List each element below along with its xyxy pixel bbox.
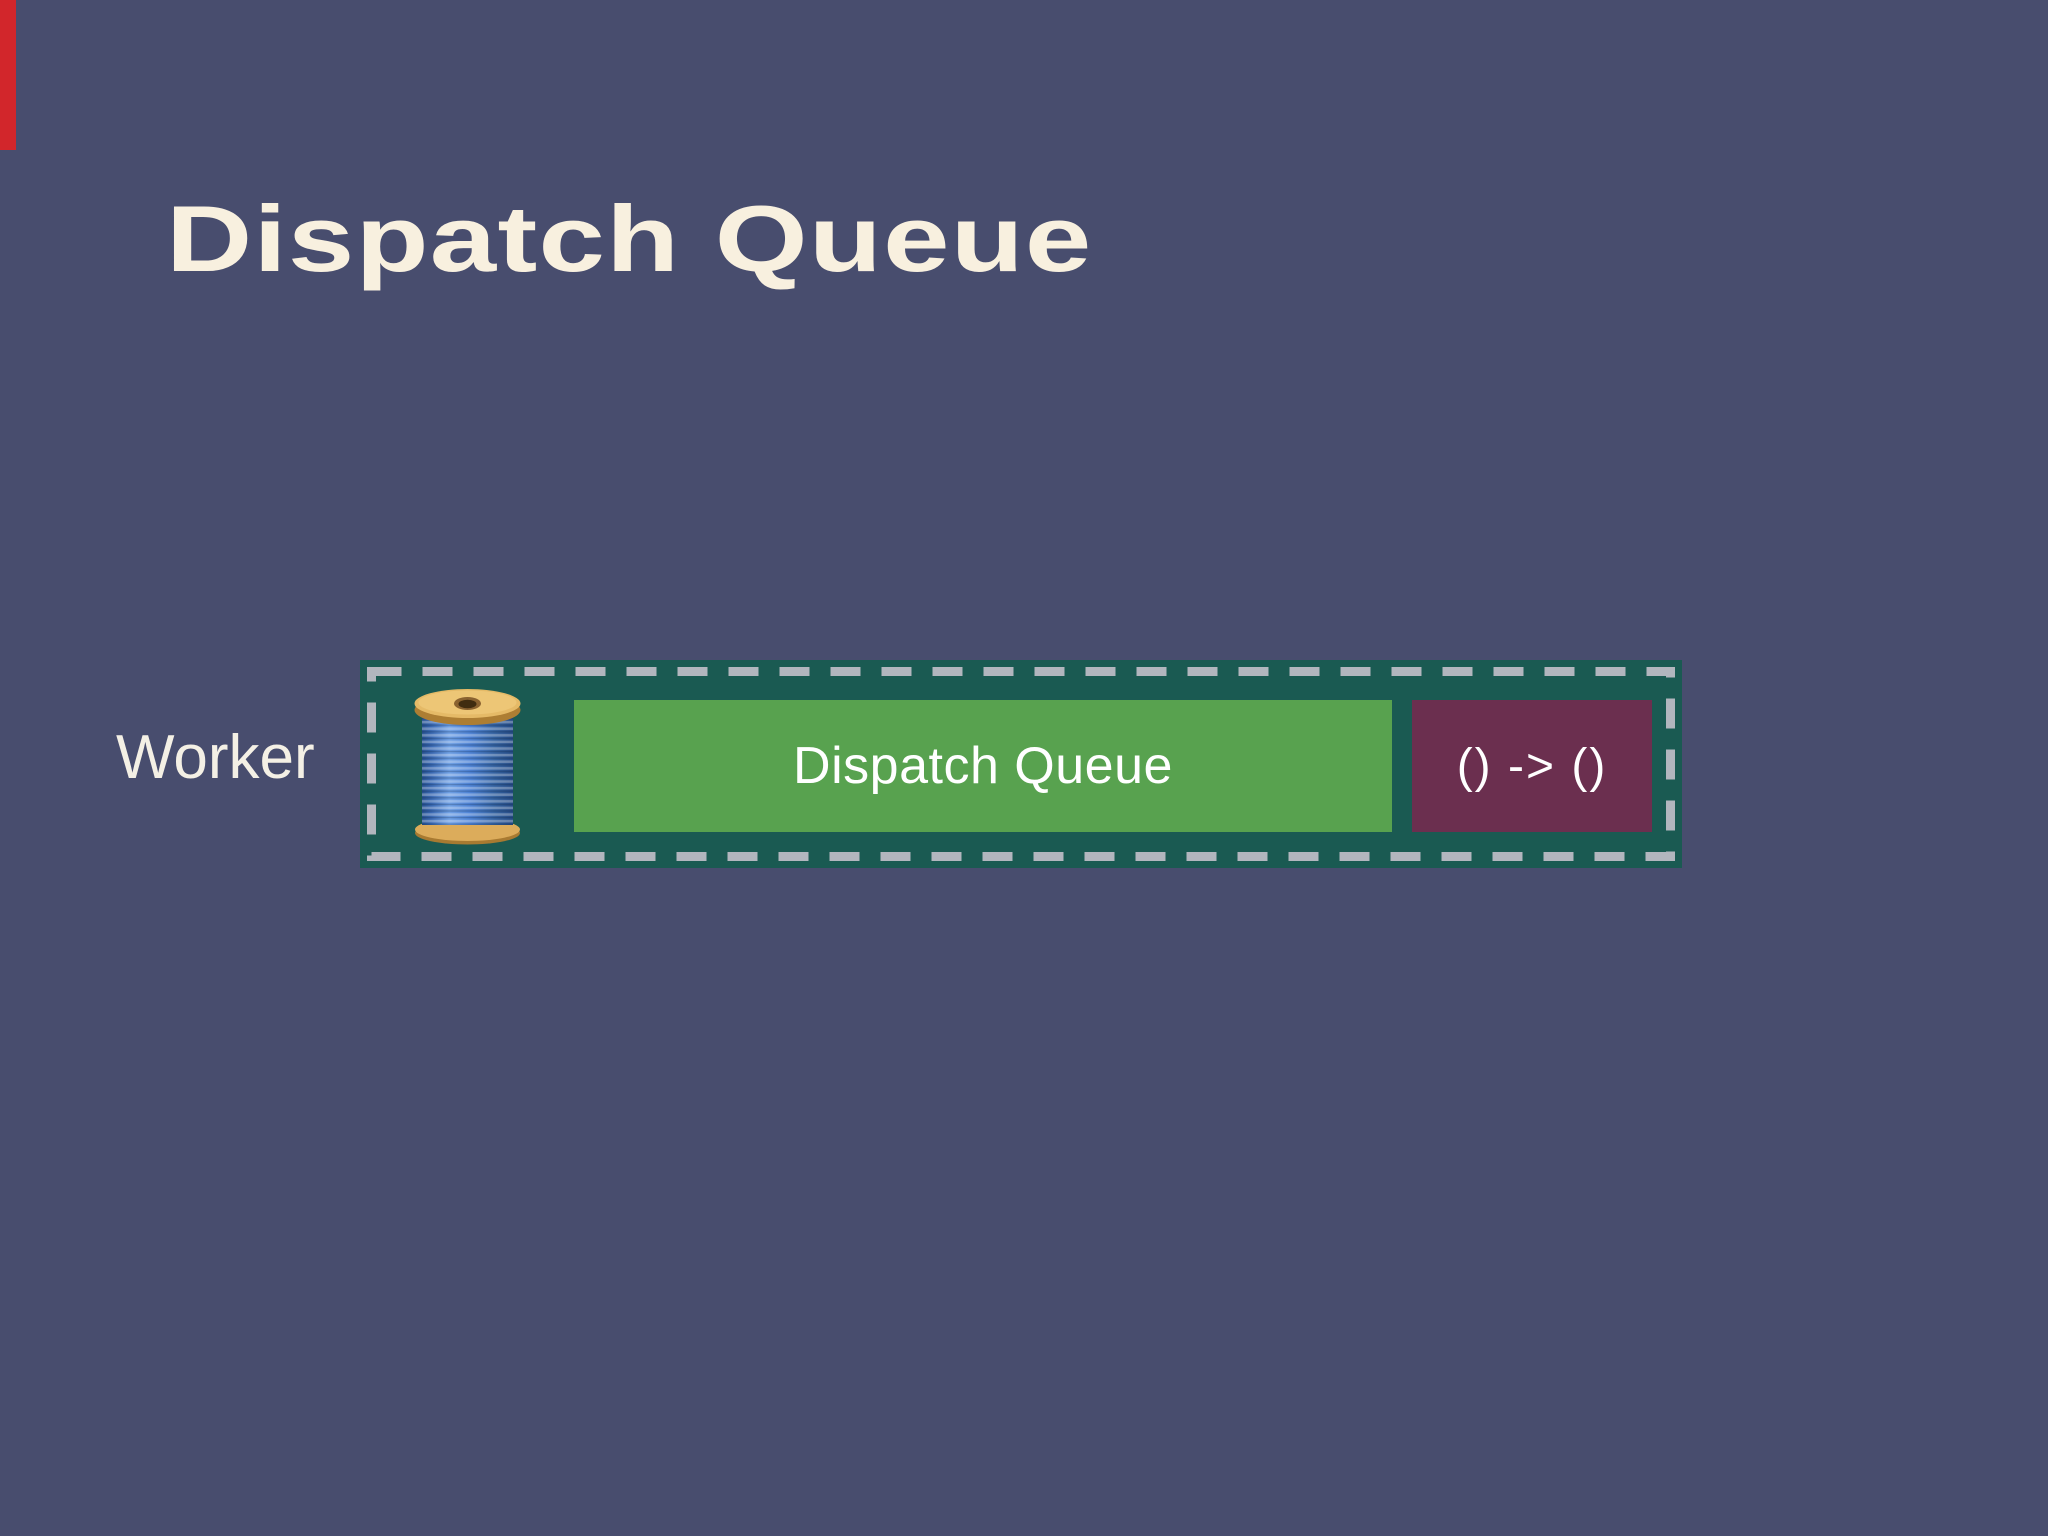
closure-task-box: () -> () (1412, 700, 1652, 832)
worker-label: Worker (116, 723, 315, 792)
dispatch-queue-bar: Dispatch Queue (574, 700, 1392, 832)
dispatch-queue-bar-label: Dispatch Queue (793, 737, 1173, 795)
slide-title: Dispatch Queue (166, 186, 1093, 291)
thread-spool-icon (414, 689, 521, 845)
dashed-border (367, 667, 1675, 861)
closure-label: () -> () (1456, 739, 1608, 793)
red-edge-strip (0, 0, 16, 150)
dispatch-queue-container: Dispatch Queue () -> () (360, 660, 1682, 868)
